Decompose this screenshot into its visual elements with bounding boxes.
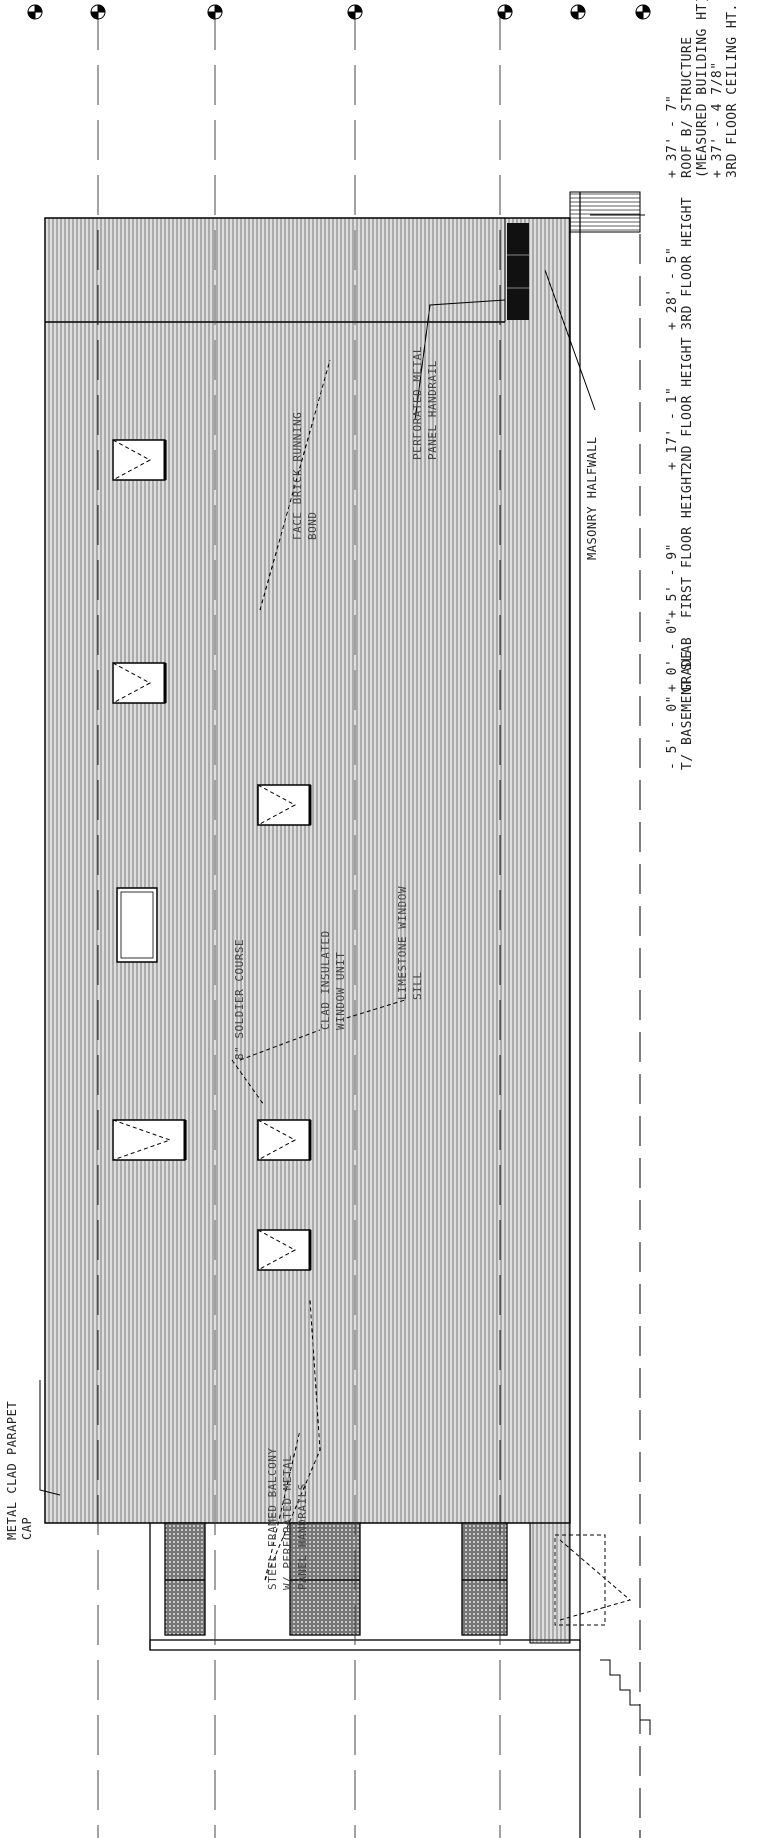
window-7 bbox=[257, 1229, 312, 1271]
level-roof-name: ROOF B/ STRUCTURE bbox=[680, 36, 695, 178]
window-5 bbox=[257, 784, 312, 826]
note-balcony-line2: W/ PERFORATED METAL bbox=[281, 1454, 294, 1590]
level-floor3-label: + 28' - 5" 3RD FLOOR HEIGHT bbox=[665, 197, 695, 330]
level-marker-floor1 bbox=[497, 4, 513, 20]
level-floor1-label: + 5' - 9" FIRST FLOOR HEIGHT bbox=[665, 468, 695, 618]
note-handrail-line2: PANEL HANDRAIL bbox=[426, 360, 439, 460]
note-handrail: PERFORATED METAL PANEL HANDRAIL bbox=[410, 346, 440, 460]
level-basement-label: - 5' - 0" T/ BASEMENT SLAB bbox=[665, 637, 695, 770]
window-3 bbox=[116, 887, 158, 963]
level-floor1-name: FIRST FLOOR HEIGHT bbox=[680, 468, 695, 618]
balcony-frame bbox=[149, 1522, 581, 1651]
note-parapet: METAL CLAD PARAPET CAP bbox=[5, 1401, 35, 1540]
level-marker-ceiling bbox=[90, 4, 106, 20]
level-marker-floor3 bbox=[207, 4, 223, 20]
note-brick-line1: FACE BRICK RUNNING bbox=[291, 411, 304, 540]
note-sill: LIMESTONE WINDOW SILL bbox=[395, 886, 425, 1000]
level-marker-floor2 bbox=[347, 4, 363, 20]
note-halfwall-line1: MASONRY HALFWALL bbox=[585, 436, 599, 560]
leader-lines bbox=[39, 269, 596, 1581]
window-2 bbox=[112, 662, 167, 704]
level-roof-label: + 37' - 7" ROOF B/ STRUCTURE (MEASURED B… bbox=[665, 0, 710, 178]
exterior-stair bbox=[529, 1522, 651, 1735]
level-ceiling-elevation: + 37' - 4 7/8" bbox=[710, 61, 725, 178]
level-basement-elevation: - 5' - 0" bbox=[665, 695, 680, 770]
level-markers bbox=[27, 4, 651, 20]
window-4 bbox=[112, 1119, 187, 1161]
note-window-unit-line2: WINDOW UNIT bbox=[334, 951, 347, 1030]
level-floor2-elevation: + 17' - 1" bbox=[665, 386, 680, 470]
note-parapet-line1: METAL CLAD PARAPET bbox=[5, 1400, 19, 1540]
entry-door bbox=[507, 223, 529, 320]
note-parapet-line2: CAP bbox=[20, 1516, 34, 1540]
note-sill-line2: SILL bbox=[411, 971, 424, 1001]
note-sill-line1: LIMESTONE WINDOW bbox=[396, 886, 409, 1000]
note-brick: FACE BRICK RUNNING BOND bbox=[290, 412, 320, 540]
note-soldier-line1: 8" SOLDIER COURSE bbox=[233, 938, 246, 1060]
level-floor3-elevation: + 28' - 5" bbox=[665, 246, 680, 330]
level-marker-grade bbox=[570, 4, 586, 20]
note-balcony-line1: STEEL FRAMED BALCONY bbox=[266, 1447, 279, 1590]
level-guides bbox=[97, 10, 501, 1838]
level-floor2-label: + 17' - 1" 2ND FLOOR HEIGHT bbox=[665, 337, 695, 470]
window-1 bbox=[112, 439, 167, 481]
level-floor3-name: 3RD FLOOR HEIGHT bbox=[680, 196, 695, 330]
level-roof-note: (MEASURED BUILDING HT) bbox=[695, 0, 710, 178]
note-handrail-line1: PERFORATED METAL bbox=[411, 346, 424, 460]
level-basement-name: T/ BASEMENT SLAB bbox=[680, 636, 695, 770]
note-soldier: 8" SOLDIER COURSE bbox=[232, 939, 247, 1060]
level-marker-roof bbox=[27, 4, 43, 20]
level-marker-basement bbox=[635, 4, 651, 20]
brick-facade bbox=[44, 217, 571, 1524]
window-6 bbox=[257, 1119, 312, 1161]
note-brick-line2: BOND bbox=[306, 511, 319, 541]
level-floor1-elevation: + 5' - 9" bbox=[665, 543, 680, 618]
note-balcony-line3: PANEL HANDRAILS bbox=[296, 1483, 309, 1590]
basement-stair bbox=[569, 191, 641, 233]
level-ceiling-name: 3RD FLOOR CEILING HT. bbox=[725, 3, 740, 178]
note-halfwall: MASONRY HALFWALL bbox=[585, 436, 600, 560]
level-roof-elevation: + 37' - 7" bbox=[665, 94, 680, 178]
note-balcony: STEEL FRAMED BALCONY W/ PERFORATED METAL… bbox=[265, 1448, 310, 1590]
note-window-unit-line1: CLAD INSULATED bbox=[319, 930, 332, 1030]
level-ceiling-label: + 37' - 4 7/8" 3RD FLOOR CEILING HT. bbox=[710, 3, 740, 178]
note-window-unit: CLAD INSULATED WINDOW UNIT bbox=[318, 930, 348, 1030]
level-floor2-name: 2ND FLOOR HEIGHT bbox=[680, 336, 695, 470]
